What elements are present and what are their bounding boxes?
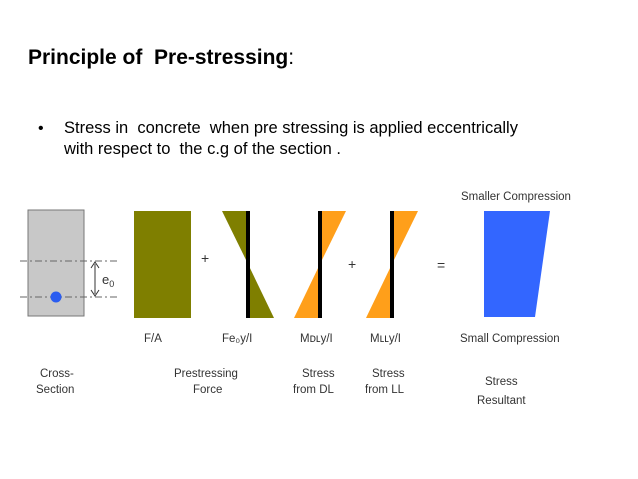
plus-sign-1: + <box>201 250 209 266</box>
bullet-text: Stress in concrete when pre stressing is… <box>64 119 518 158</box>
cross-section-caption-2: Section <box>36 384 74 396</box>
resultant-caption-2: Resultant <box>477 395 526 407</box>
small-compression-label: Small Compression <box>460 333 560 345</box>
stress-ll-caption-2: from LL <box>365 384 405 396</box>
mdl-triangle-bottom <box>294 264 320 318</box>
stress-dl-caption-2: from DL <box>293 384 335 396</box>
bullet-dot-icon: • <box>38 120 44 137</box>
equals-sign: = <box>437 257 445 273</box>
title-text: Principle of Pre-stressing <box>28 46 289 69</box>
slide-title: Principle of Pre-stressing: <box>28 46 294 70</box>
dim-arrow-down-icon <box>90 289 100 297</box>
resultant-stress-block <box>484 211 550 317</box>
dim-arrow-up-icon <box>90 261 100 269</box>
smaller-compression-label: Smaller Compression <box>461 191 571 203</box>
mdl-triangle-top <box>320 211 346 264</box>
mll-triangle-bottom <box>366 264 392 318</box>
prestressing-caption-2: Force <box>193 384 222 396</box>
eccentricity-label: e0 <box>102 272 114 289</box>
stress-dl-caption-1: Stress <box>302 368 335 380</box>
prestressing-caption-1: Prestressing <box>174 368 238 380</box>
plus-sign-2: + <box>348 256 356 272</box>
cross-section-caption-1: Cross- <box>40 368 74 380</box>
fey-triangle-bottom <box>248 264 274 318</box>
fa-stress-block <box>134 211 191 318</box>
stress-ll-caption-1: Stress <box>372 368 405 380</box>
tendon-dot <box>50 291 62 303</box>
fey-label: Fe₀y/I <box>222 333 252 345</box>
mll-label: Mʟʟy/I <box>370 333 401 345</box>
fa-label: F/A <box>144 333 162 345</box>
resultant-caption-1: Stress <box>485 376 518 388</box>
mdl-label: Mᴅʟy/I <box>300 333 333 345</box>
title-colon: : <box>288 46 295 69</box>
fey-triangle-top <box>222 211 248 264</box>
mll-triangle-top <box>392 211 418 264</box>
